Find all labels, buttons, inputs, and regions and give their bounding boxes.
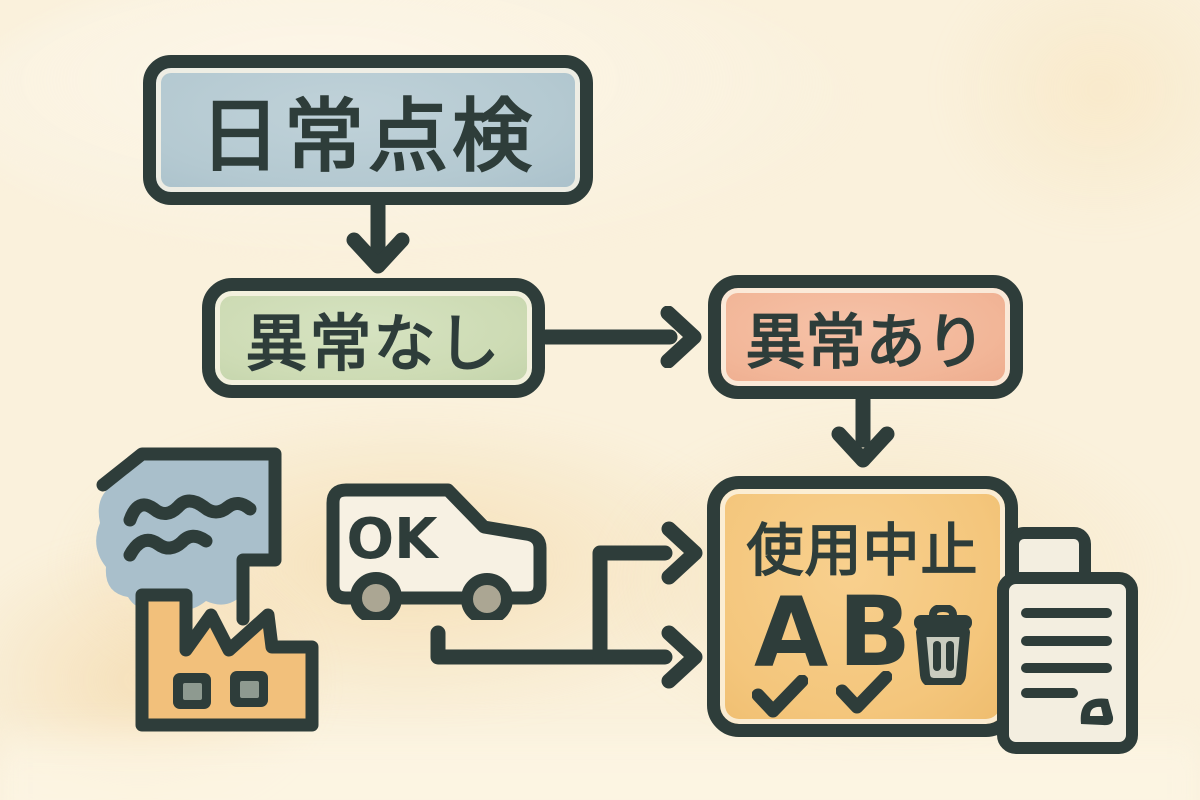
van-wheels: [350, 572, 513, 620]
flow-label-daily-inspection: 日常点検: [200, 90, 536, 183]
van-ok-label: OK: [347, 507, 441, 572]
checkmark-icon: [752, 675, 808, 718]
arrow-right-icon: [542, 306, 702, 368]
trash-icon: [914, 605, 972, 685]
factory-icon: [96, 447, 319, 732]
factory-windows: [173, 671, 268, 709]
arrow-down-icon: [831, 398, 895, 468]
checklist-item-b-label: B: [838, 576, 912, 688]
flow-label-no-abnormality: 異常なし: [245, 307, 502, 380]
arrow-down-icon: [346, 200, 410, 274]
document-text-lines: [1021, 608, 1112, 698]
branch-arrows-icon: [430, 521, 703, 689]
flow-box-abnormality: 異常あり: [708, 275, 1023, 399]
water-wave-lines: [123, 494, 257, 562]
factory-building: [135, 588, 319, 732]
van-icon: OK: [326, 483, 547, 620]
flow-box-stop-use: 使用中止 A B: [707, 476, 1018, 737]
document-icon: [997, 527, 1138, 754]
watercolor-wash: [940, 0, 1200, 230]
checklist-item-a-label: A: [754, 577, 829, 689]
checkmark-icon: [836, 671, 892, 714]
flow-label-stop-use: 使用中止: [746, 518, 979, 584]
flow-label-abnormality: 異常あり: [745, 307, 986, 378]
flow-box-daily-inspection: 日常点検: [143, 55, 593, 205]
van-body: [326, 483, 547, 605]
flow-box-no-abnormality: 異常なし: [202, 278, 545, 398]
smoke-outline: [96, 447, 282, 626]
